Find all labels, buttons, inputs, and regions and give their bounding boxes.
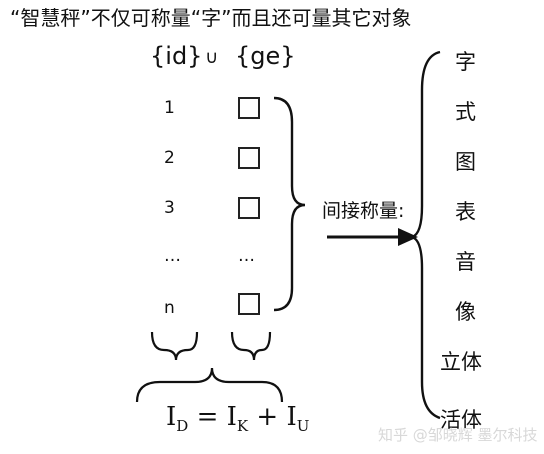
formula: ID = IK + IU bbox=[166, 402, 309, 435]
object-item-4: 表 bbox=[455, 200, 476, 224]
formula-term1-sub: K bbox=[236, 417, 249, 435]
id-set-label: {id} bbox=[150, 42, 203, 70]
formula-term2-sub: U bbox=[296, 417, 310, 435]
formula-lhs-sub: D bbox=[176, 417, 189, 435]
watermark: 知乎 @邹晓辉 墨尔科技 bbox=[378, 426, 538, 444]
formula-equals: = bbox=[196, 402, 219, 432]
formula-plus: + bbox=[256, 402, 279, 432]
formula-term2: I bbox=[286, 402, 297, 432]
object-item-3: 图 bbox=[455, 150, 476, 174]
index-column-brace bbox=[150, 331, 199, 361]
row-index-ellipsis: … bbox=[164, 246, 181, 266]
row-index-3: 3 bbox=[164, 198, 175, 218]
slot-box-2 bbox=[238, 147, 260, 169]
object-item-5: 音 bbox=[455, 250, 476, 274]
row-index-2: 2 bbox=[164, 148, 175, 168]
object-item-7: 立体 bbox=[440, 350, 482, 374]
slot-ellipsis: … bbox=[238, 246, 255, 266]
combined-brace bbox=[135, 367, 284, 403]
union-symbol: ∪ bbox=[205, 47, 219, 68]
slot-box-1 bbox=[238, 97, 260, 119]
object-item-2: 式 bbox=[455, 100, 476, 124]
row-index-1: 1 bbox=[164, 98, 175, 118]
indirect-weighing-label: 间接称量: bbox=[322, 200, 405, 222]
diagram-title: “智慧秤”不仅可称量“字”而且还可量其它对象 bbox=[10, 6, 412, 30]
slot-box-3 bbox=[238, 197, 260, 219]
row-index-n: n bbox=[164, 298, 175, 318]
slot-column-brace bbox=[230, 331, 272, 361]
rows-brace bbox=[273, 96, 306, 312]
object-item-8: 活体 bbox=[440, 408, 482, 432]
object-item-1: 字 bbox=[455, 50, 476, 74]
ge-set-label: {ge} bbox=[235, 42, 296, 70]
objects-brace bbox=[407, 50, 441, 420]
object-item-6: 像 bbox=[455, 300, 476, 324]
formula-term1: I bbox=[226, 402, 237, 432]
formula-lhs: I bbox=[166, 402, 177, 432]
slot-box-n bbox=[238, 293, 260, 315]
